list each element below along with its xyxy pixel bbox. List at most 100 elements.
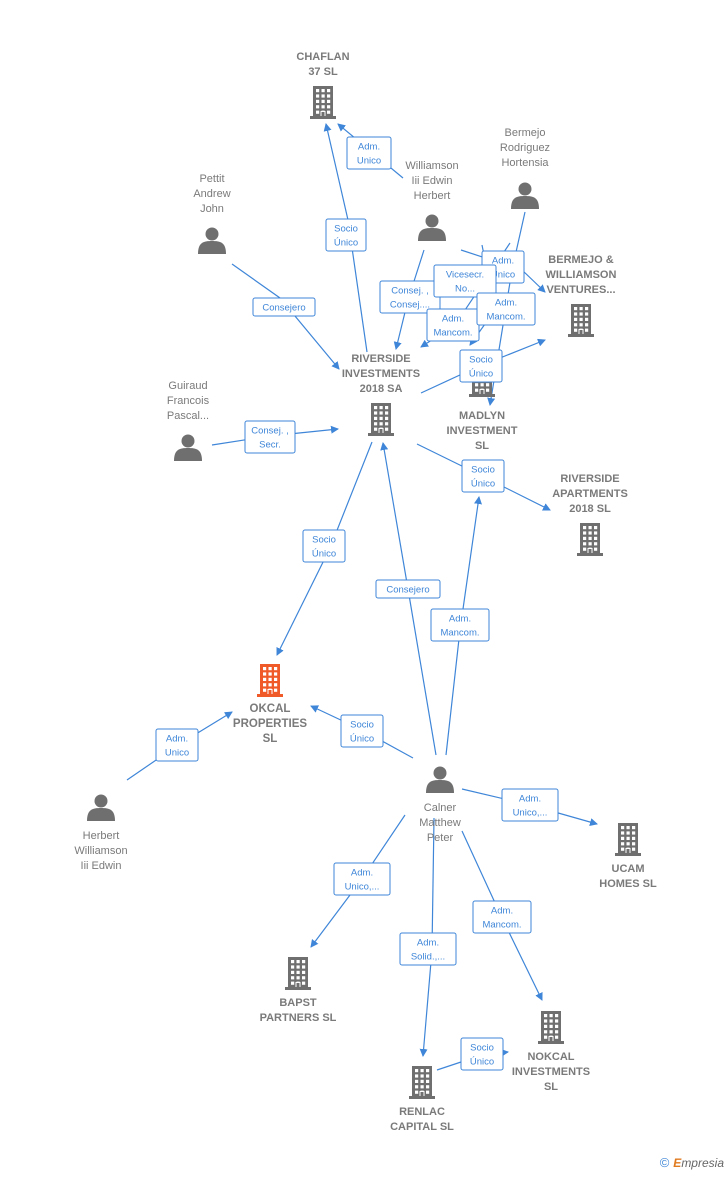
node-label-line: CAPITAL SL: [390, 1121, 454, 1133]
relation-label-text: Secr.: [259, 440, 281, 451]
node-label-line: SL: [544, 1081, 558, 1093]
relation-label-text: Adm.: [449, 614, 471, 625]
node-label-line: INVESTMENTS: [512, 1066, 590, 1078]
building-icon: [538, 1011, 564, 1044]
node-label-line: RIVERSIDE: [560, 473, 619, 485]
relation-label-e19[interactable]: Adm.Mancom.: [472, 900, 532, 934]
company-node-renlac[interactable]: RENLAC CAPITAL SL: [390, 1066, 454, 1133]
relation-label-text: Adm.: [442, 314, 464, 325]
relation-label-text: Unico: [491, 270, 515, 281]
node-label-line: Hortensia: [501, 157, 549, 169]
relation-label-text: Consej. ,: [251, 426, 289, 437]
relation-label-box: [325, 218, 367, 252]
relation-label-text: Socio: [470, 1043, 494, 1054]
relation-label-e13[interactable]: Consejero: [375, 579, 441, 599]
node-label-line: INVESTMENTS: [342, 368, 420, 380]
company-node-bermejo_wv[interactable]: BERMEJO &WILLIAMSONVENTURES...: [546, 254, 617, 337]
brand-logo: Empresia: [673, 1155, 724, 1170]
relation-label-text: Adm.: [417, 938, 439, 949]
relation-label-text: Consejero: [386, 585, 429, 596]
relation-label-e17[interactable]: Adm.Unico,...: [501, 788, 559, 822]
relation-label-box: [476, 292, 536, 326]
copyright-symbol: ©: [659, 1155, 670, 1170]
node-label-line: RENLAC: [399, 1106, 445, 1118]
relation-label-text: Mancom.: [440, 628, 479, 639]
relation-label-text: Unico,...: [345, 882, 380, 893]
relation-label-text: Consej. ,: [391, 286, 429, 297]
relation-label-e15[interactable]: Adm.Unico: [155, 728, 199, 762]
relation-label-text: Socio: [312, 535, 336, 546]
person-icon: [418, 214, 446, 241]
relation-label-box: [399, 932, 457, 966]
relation-label-e6[interactable]: Vicesecr. No...: [433, 264, 497, 298]
relation-label-e20[interactable]: Adm.Solid.,...: [399, 932, 457, 966]
relation-label-box: [472, 900, 532, 934]
relation-label-e3[interactable]: Consejero: [252, 297, 316, 317]
node-label-line: INVESTMENT: [447, 425, 518, 437]
node-label-line: Iii Edwin: [81, 860, 122, 872]
building-icon: [409, 1066, 435, 1099]
node-label-line: PARTNERS SL: [260, 1012, 337, 1024]
person-node-guiraud[interactable]: GuiraudFrancoisPascal...: [167, 380, 210, 461]
relation-label-e1[interactable]: Adm. Unico: [346, 136, 392, 170]
building-icon: [577, 523, 603, 556]
node-label-line: Williamson: [405, 160, 458, 172]
relation-label-box: [244, 420, 296, 454]
relation-label-e18[interactable]: Adm.Unico,...: [333, 862, 391, 896]
relation-label-text: Adm.: [495, 298, 517, 309]
company-node-chaflan[interactable]: CHAFLAN 37 SL: [296, 51, 350, 119]
node-label-line: 2018 SL: [569, 503, 611, 515]
node-label-line: Pascal...: [167, 410, 209, 422]
building-icon: [615, 823, 641, 856]
company-node-riverside_apt[interactable]: RIVERSIDE APARTMENTS 2018 SL: [552, 473, 628, 556]
relation-label-text: Consejero: [262, 303, 305, 314]
relation-label-text: Único: [312, 549, 336, 560]
node-label-line: APARTMENTS: [552, 488, 628, 500]
relation-label-text: Unico: [357, 156, 381, 167]
relation-label-e10[interactable]: Consej. , Secr.: [244, 420, 296, 454]
node-label-line: 37 SL: [308, 66, 338, 78]
relation-edge-e13: [380, 442, 437, 756]
node-label-line: 2018 SA: [360, 383, 403, 395]
relation-label-e8[interactable]: Adm.Mancom.: [476, 292, 536, 326]
relation-label-e4[interactable]: Consej. ,Consej....: [379, 280, 441, 314]
relation-label-text: Adm.: [491, 906, 513, 917]
relation-label-text: Único: [470, 1057, 494, 1068]
relation-label-box: [252, 297, 316, 317]
relation-label-text: No...: [455, 284, 475, 295]
relation-label-text: Único: [334, 238, 358, 249]
relation-label-e7[interactable]: Adm.Mancom.: [426, 308, 480, 342]
relation-label-text: Socio: [350, 720, 374, 731]
node-label-line: SL: [475, 440, 489, 452]
building-icon: [285, 957, 311, 990]
footer-credit: © Empresia: [660, 1155, 724, 1170]
person-icon: [174, 434, 202, 461]
relation-label-box: [375, 579, 441, 599]
node-label-line: Iii Edwin: [412, 175, 453, 187]
node-label-line: UCAM: [612, 863, 645, 875]
node-label-line: OKCAL: [250, 703, 291, 715]
node-label-line: Pettit: [199, 173, 224, 185]
relation-label-text: Unico,...: [513, 808, 548, 819]
relation-label-e14[interactable]: Adm. Mancom.: [430, 608, 490, 642]
relation-label-text: Vicesecr.: [446, 270, 484, 281]
relation-label-text: Adm.: [358, 142, 380, 153]
node-label-line: CHAFLAN: [296, 51, 349, 63]
